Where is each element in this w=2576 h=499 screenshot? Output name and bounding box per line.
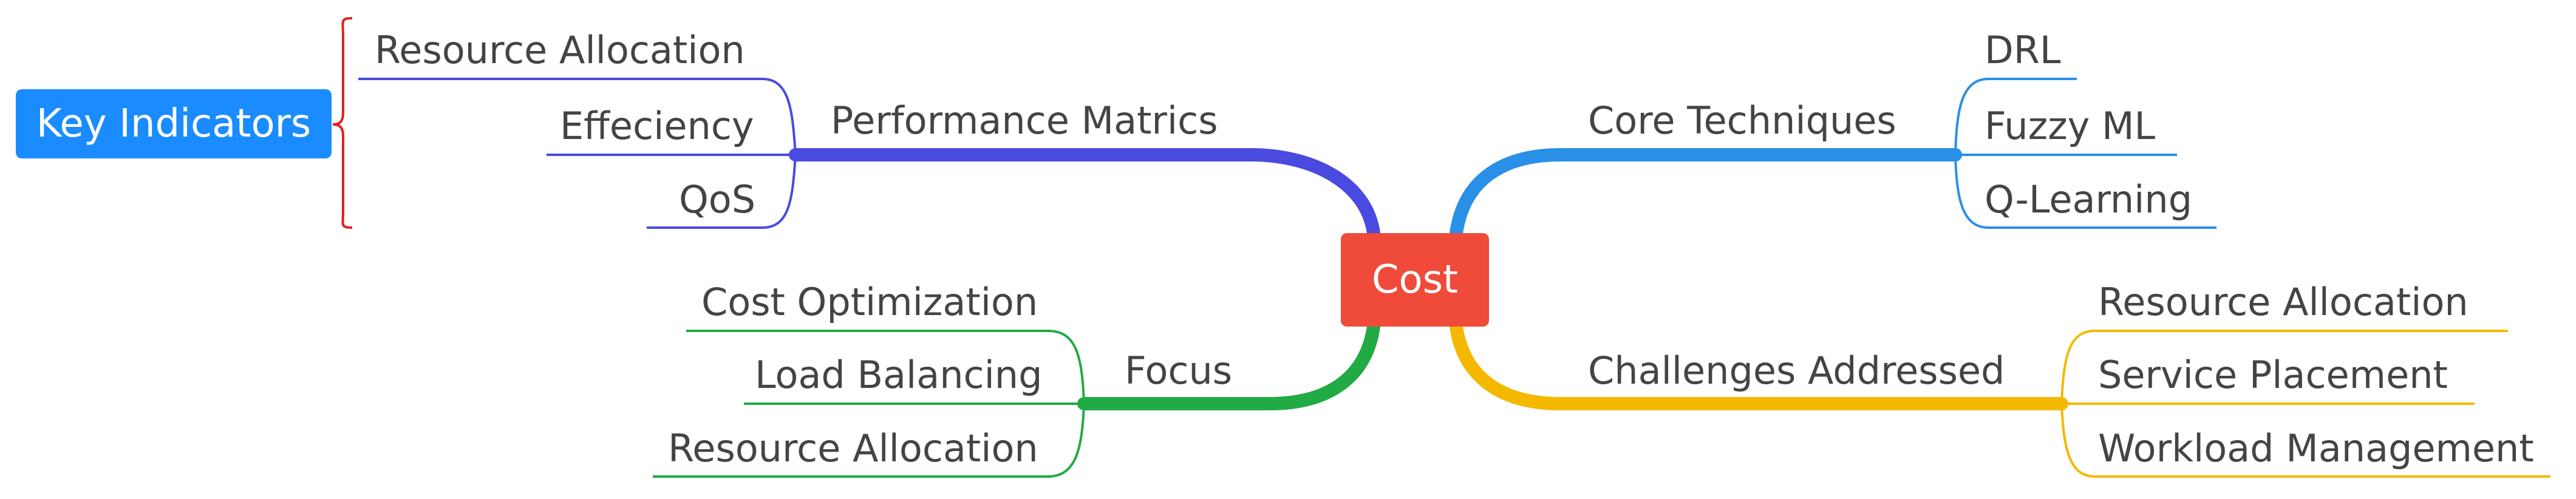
core-child-q-learning[interactable]: Q-Learning bbox=[1985, 177, 2193, 222]
core-child-fuzzy-ml[interactable]: Fuzzy ML bbox=[1985, 104, 2156, 148]
performance-child-resource-allocation[interactable]: Resource Allocation bbox=[375, 28, 745, 72]
focus-topic[interactable]: Focus bbox=[1125, 348, 1233, 393]
core-techniques-topic[interactable]: Core Techniques bbox=[1588, 98, 1896, 143]
focus-child-resource-allocation[interactable]: Resource Allocation bbox=[668, 426, 1038, 470]
core-branch-lines bbox=[1450, 78, 2217, 240]
challenges-child-workload-management[interactable]: Workload Management bbox=[2098, 426, 2534, 470]
central-topic-label: Cost bbox=[1371, 257, 1459, 302]
performance-child-effeciency[interactable]: Effeciency bbox=[560, 104, 754, 148]
core-child-drl[interactable]: DRL bbox=[1985, 28, 2061, 72]
central-topic-node[interactable]: Cost bbox=[1341, 233, 1489, 327]
focus-child-cost-optimization[interactable]: Cost Optimization bbox=[701, 280, 1038, 324]
key-indicators-node[interactable]: Key Indicators bbox=[16, 89, 332, 158]
performance-branch-lines bbox=[358, 78, 1380, 240]
performance-child-qos[interactable]: QoS bbox=[679, 177, 756, 222]
performance-matrics-topic[interactable]: Performance Matrics bbox=[831, 98, 1218, 143]
summary-bracket bbox=[332, 17, 353, 229]
challenges-child-resource-allocation[interactable]: Resource Allocation bbox=[2098, 280, 2469, 324]
challenges-addressed-topic[interactable]: Challenges Addressed bbox=[1588, 348, 2005, 393]
key-indicators-label: Key Indicators bbox=[36, 101, 312, 146]
challenges-branch-lines bbox=[1450, 320, 2550, 478]
focus-branch-lines bbox=[653, 320, 1380, 478]
focus-child-load-balancing[interactable]: Load Balancing bbox=[755, 353, 1043, 397]
challenges-child-service-placement[interactable]: Service Placement bbox=[2098, 353, 2448, 397]
